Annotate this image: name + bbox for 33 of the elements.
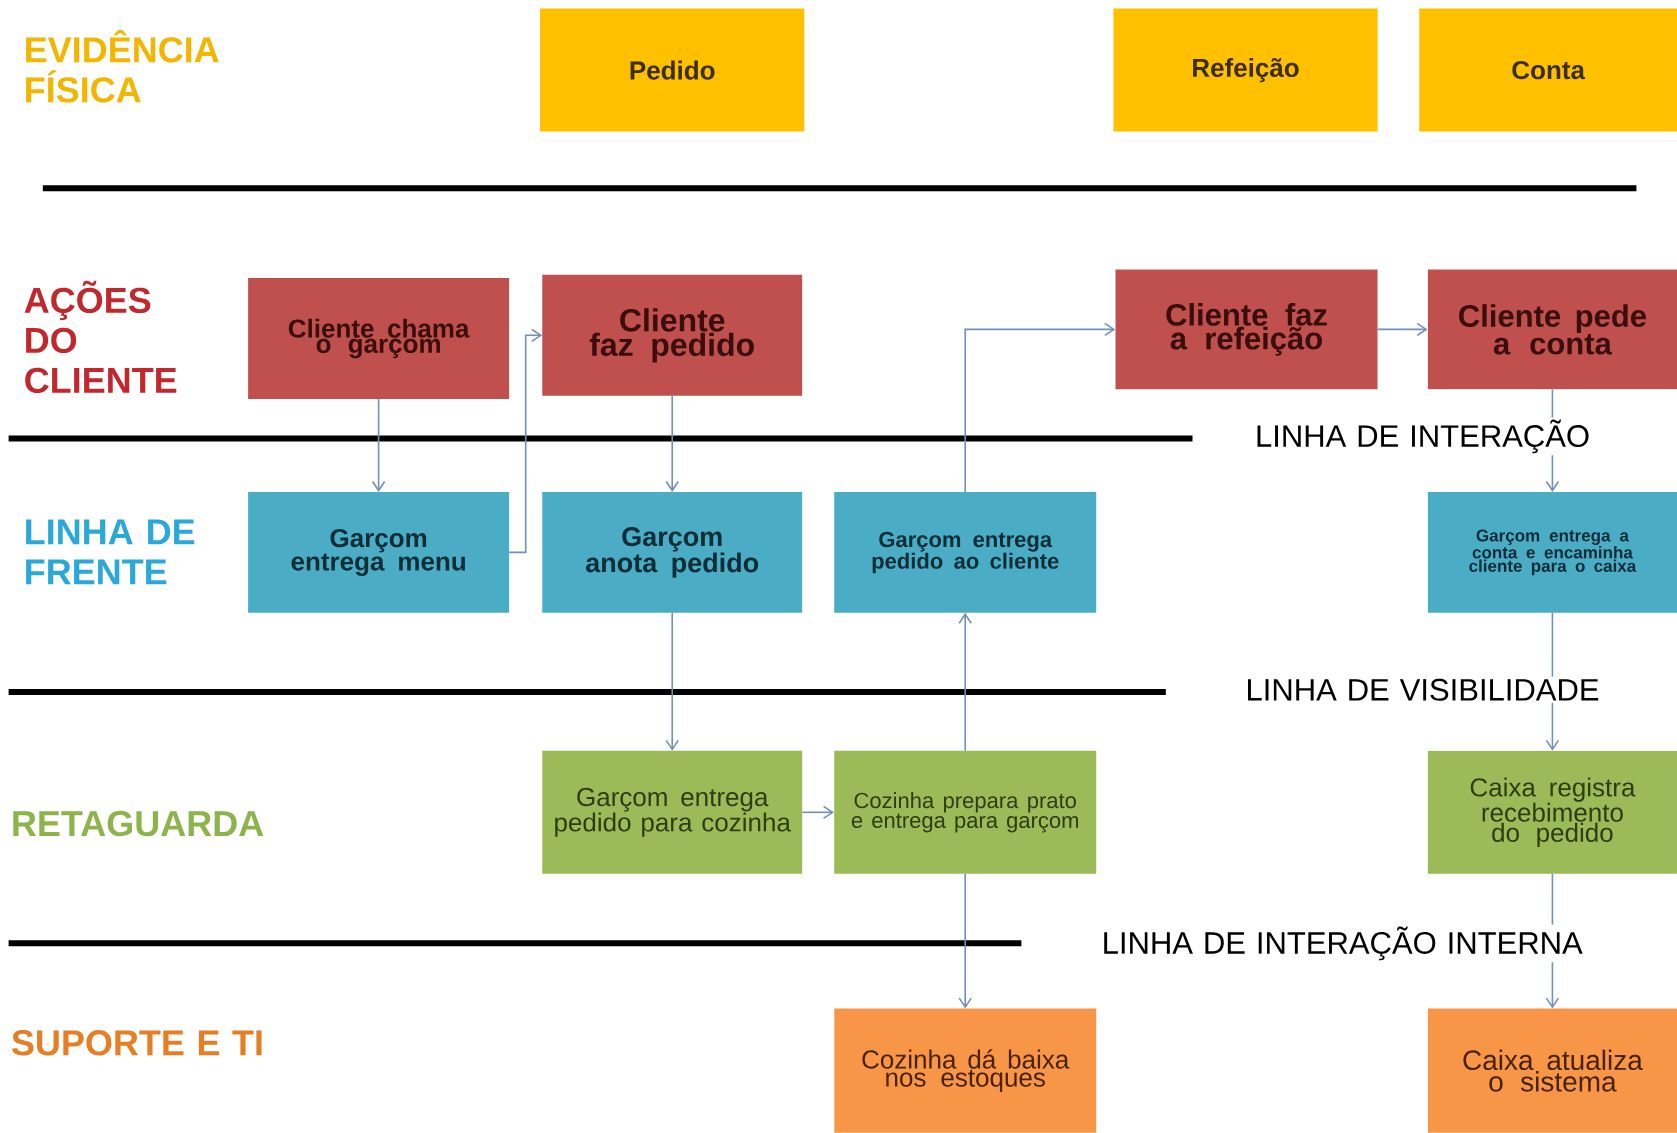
lane-heading: EVIDÊNCIA FÍSICA bbox=[26, 30, 219, 103]
arrow bbox=[958, 612, 972, 752]
frontline-box: Garçom entrega a conta e encaminha cliente para o caixa bbox=[1427, 491, 1677, 613]
evidence-box: Refeição bbox=[1113, 8, 1378, 132]
line-label: LINHA DE INTERAÇÃO INTERNA bbox=[1099, 924, 1585, 963]
evidence-box: Conta bbox=[1419, 8, 1677, 132]
support-box: Caixa atualiza o sistema bbox=[1427, 1008, 1677, 1133]
arrow bbox=[964, 322, 1116, 493]
arrow bbox=[665, 612, 679, 751]
arrow bbox=[508, 328, 543, 554]
arrow bbox=[801, 805, 834, 820]
lane-heading: RETAGUARDA bbox=[13, 810, 264, 837]
customer-action-box: Cliente faz a refeição bbox=[1115, 269, 1378, 390]
arrow bbox=[958, 873, 972, 1009]
backstage-box: Cozinha prepara prato e entrega para garçom bbox=[834, 750, 1097, 874]
customer-action-box: Cliente chama o garçom bbox=[248, 278, 510, 399]
frontline-box: Garçom entrega pedido ao cliente bbox=[834, 491, 1097, 613]
support-box: Cozinha dá baixa nos estoques bbox=[834, 1008, 1097, 1133]
arrow bbox=[371, 398, 386, 492]
customer-action-box: Cliente pede a conta bbox=[1427, 269, 1677, 390]
backstage-box: Caixa registra recebimento do pedido bbox=[1427, 750, 1677, 874]
backstage-box: Garçom entrega pedido para cozinha bbox=[542, 750, 803, 874]
frontline-box: Garçom entrega menu bbox=[248, 491, 510, 613]
arrow bbox=[665, 394, 679, 492]
evidence-box: Pedido bbox=[540, 8, 805, 132]
line-label: LINHA DE VISIBILIDADE bbox=[1243, 676, 1602, 703]
lane-heading: LINHA DE FRENTE bbox=[26, 519, 195, 585]
customer-action-box: Cliente faz pedido bbox=[542, 274, 803, 396]
lane-heading: SUPORTE E TI bbox=[11, 1030, 262, 1056]
lane-heading: AÇÕES DO CLIENTE bbox=[24, 280, 177, 394]
arrow bbox=[1376, 322, 1428, 337]
line-label: LINHA DE INTERAÇÃO bbox=[1253, 417, 1593, 456]
frontline-box: Garçom anota pedido bbox=[542, 491, 803, 613]
